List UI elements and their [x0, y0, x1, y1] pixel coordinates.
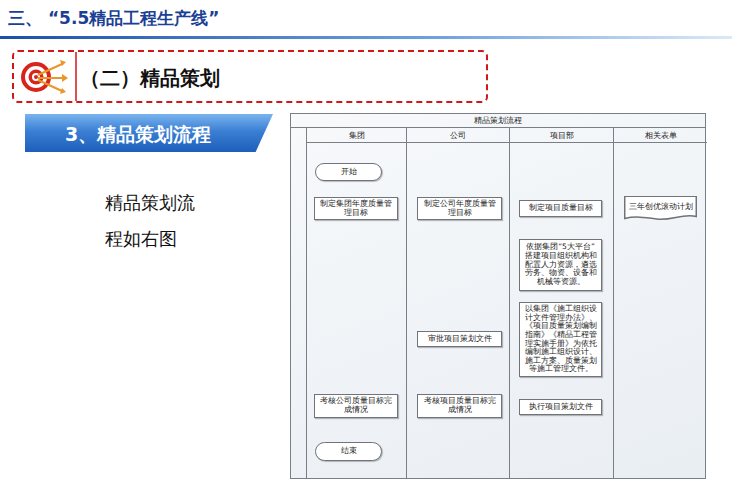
- document-shape: 三年创优滚动计划: [624, 196, 697, 221]
- swimlane: 集团开始制定集团年度质量管理目标考核公司质量目标完成情况结束: [306, 128, 406, 479]
- swimlane: 项目部制定项目质量目标依据集团“5大平台”搭建项目组织机构和配置人力资源，遴选劳…: [509, 128, 613, 479]
- swimlane: 公司制定公司年度质量管理目标审批项目策划文件考核项目质量目标完成情况: [406, 128, 509, 479]
- process-box: 制定公司年度质量管理目标: [417, 197, 502, 220]
- node-text: 依据集团“5大平台”搭建项目组织机构和配置人力资源，遴选劳务、物资、设备和机械等…: [523, 243, 598, 286]
- process-box: 依据集团“5大平台”搭建项目组织机构和配置人力资源，遴选劳务、物资、设备和机械等…: [519, 239, 602, 291]
- node-text: 考核项目质量目标完成情况: [421, 397, 498, 414]
- node-text: （二）精品策划: [80, 65, 220, 92]
- terminal-box: 结束: [315, 442, 382, 461]
- node-text: 开始: [341, 168, 357, 177]
- node-text: 制定项目质量目标: [529, 204, 593, 213]
- node-text: 3、精品策划流程: [65, 122, 211, 148]
- target-icon: [21, 60, 68, 94]
- process-box: 执行项目策划文件: [519, 399, 602, 415]
- icon-divider: [75, 52, 77, 101]
- node-text: 三年创优滚动计划: [629, 203, 693, 212]
- process-box: 以集团《施工组织设计文件管理办法》、《项目质量策划编制指南》《精品工程管理实施手…: [519, 302, 602, 377]
- node-text: 制定集团年度质量管理目标: [318, 200, 394, 217]
- terminal-box: 开始: [315, 163, 382, 181]
- lane-title: 公司: [407, 128, 509, 143]
- node-text: 结束: [341, 447, 357, 456]
- slide-title: 三、 “5.5精品工程生产线”: [8, 7, 219, 30]
- node-text: 审批项目策划文件: [428, 335, 492, 344]
- note-text: 精品策划流程如右图: [105, 185, 205, 257]
- lane-title: 相关表单: [614, 128, 707, 143]
- node-text: 考核公司质量目标完成情况: [318, 397, 394, 414]
- process-box: 审批项目策划文件: [417, 331, 502, 347]
- process-box: 制定项目质量目标: [519, 200, 602, 217]
- chart-title: 精品策划流程: [291, 114, 705, 128]
- process-box: 考核项目质量目标完成情况: [417, 394, 502, 418]
- node-text: 执行项目策划文件: [529, 403, 593, 412]
- lane-title: 集团: [307, 128, 406, 143]
- section-box: （二）精品策划: [12, 50, 488, 103]
- swimlane: 相关表单三年创优滚动计划: [613, 128, 707, 479]
- lane-title: 项目部: [510, 128, 613, 143]
- flowchart-frame: 精品策划流程集团开始制定集团年度质量管理目标考核公司质量目标完成情况结束公司制定…: [290, 113, 706, 479]
- process-box: 制定集团年度质量管理目标: [314, 197, 398, 220]
- node-text: 制定公司年度质量管理目标: [421, 200, 498, 217]
- header-rule: [0, 36, 732, 39]
- heading-banner: 3、精品策划流程: [25, 114, 273, 152]
- process-box: 考核公司质量目标完成情况: [314, 394, 398, 418]
- node-text: 以集团《施工组织设计文件管理办法》、《项目质量策划编制指南》《精品工程管理实施手…: [523, 305, 598, 374]
